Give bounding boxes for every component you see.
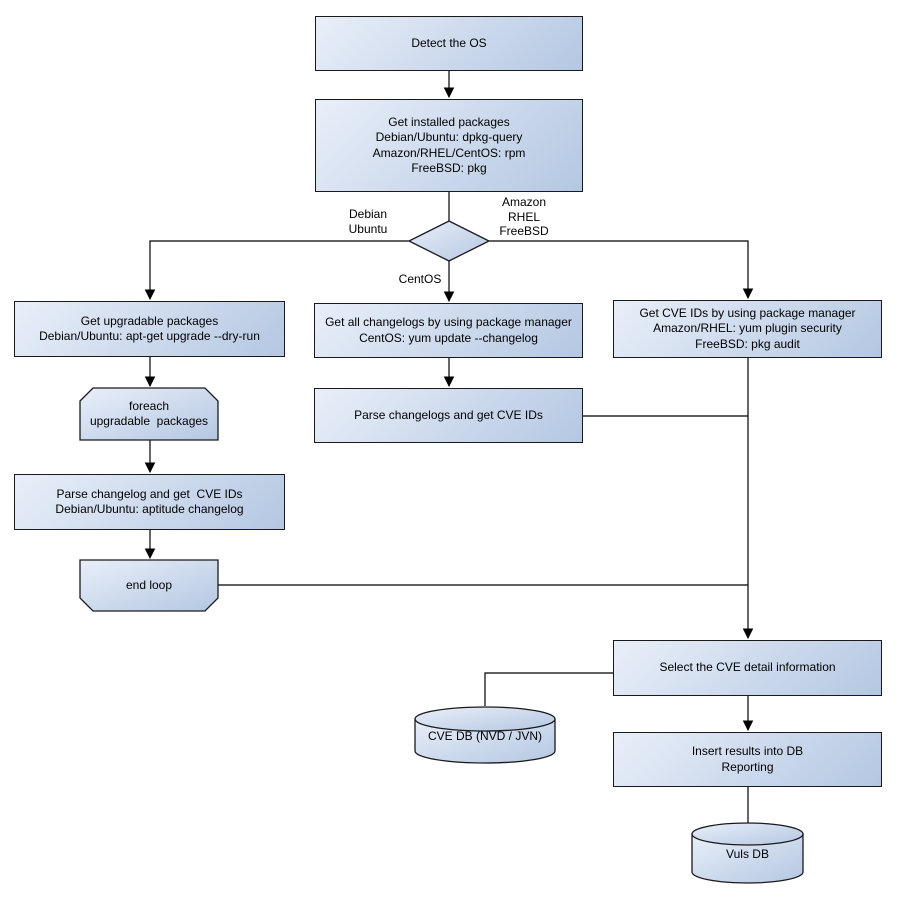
node-get-all-changelogs: Get all changelogs by using package mana…: [314, 303, 583, 358]
os-decision-diamond: [407, 220, 491, 262]
edge-label-debian-ubuntu: Debian Ubuntu: [348, 207, 388, 236]
end-loop-shape: [79, 559, 219, 612]
node-detect-os: Detect the OS: [315, 16, 583, 71]
vuls-db-cylinder: [691, 822, 804, 884]
node-parse-changelog-left: Parse changelog and get CVE IDs Debian/U…: [14, 474, 285, 530]
edge-decision-to-upgradable: [144, 240, 409, 301]
node-get-installed-packages: Get installed packages Debian/Ubuntu: dp…: [315, 99, 583, 192]
vuls-db-cylinder-body: [691, 833, 804, 884]
vuls-db-cylinder-top: [691, 822, 804, 846]
node-get-cve-ids-by-pkg-manager: Get CVE IDs by using package manager Ama…: [613, 300, 882, 358]
edge-label-centos: CentOS: [398, 272, 442, 286]
edge-label-amazon-rhel-freebsd: Amazon RHEL FreeBSD: [499, 195, 549, 238]
cve-db-cylinder-top: [414, 706, 556, 732]
node-select-cve-detail: Select the CVE detail information: [613, 640, 882, 696]
node-parse-changelogs-middle: Parse changelogs and get CVE IDs: [314, 388, 583, 443]
edge-select-to-cvedb: [484, 672, 613, 706]
node-get-upgradable-packages: Get upgradable packages Debian/Ubuntu: a…: [14, 301, 285, 357]
cve-db-cylinder: [414, 706, 556, 764]
edge-decision-to-cveids: [489, 240, 754, 300]
node-insert-results: Insert results into DB Reporting: [613, 732, 882, 787]
foreach-loop-start-shape: [79, 387, 219, 441]
